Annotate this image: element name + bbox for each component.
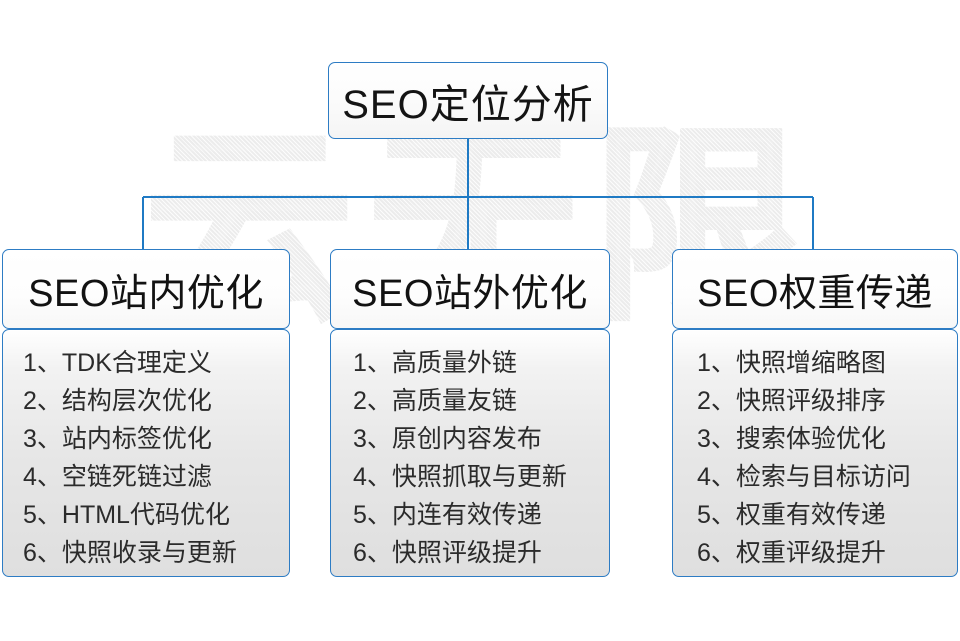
branch-list-0: 1、TDK合理定义 2、结构层次优化 3、站内标签优化 4、空链死链过滤 5、H… [2,329,290,577]
branch-list-1: 1、高质量外链 2、高质量友链 3、原创内容发布 4、快照抓取与更新 5、内连有… [330,329,610,577]
branch-column-seo-onsite: SEO站内优化 1、TDK合理定义 2、结构层次优化 3、站内标签优化 4、空链… [2,249,290,577]
list-item: 5、HTML代码优化 [23,501,230,529]
list-item: 2、高质量友链 [353,387,517,415]
branch-header-1[interactable]: SEO站外优化 [330,249,610,329]
list-item: 1、高质量外链 [353,349,517,377]
list-item: 6、快照收录与更新 [23,539,237,567]
branch-title-0: SEO站内优化 [28,272,264,315]
list-item: 1、快照增缩略图 [697,349,886,377]
list-item: 4、空链死链过滤 [23,463,212,491]
branch-column-seo-weight: SEO权重传递 1、快照增缩略图 2、快照评级排序 3、搜索体验优化 4、检索与… [672,249,958,577]
root-node[interactable]: SEO定位分析 [328,62,608,139]
list-item: 3、站内标签优化 [23,425,212,453]
branch-column-seo-offsite: SEO站外优化 1、高质量外链 2、高质量友链 3、原创内容发布 4、快照抓取与… [330,249,610,577]
list-item: 3、原创内容发布 [353,425,542,453]
list-item: 3、搜索体验优化 [697,425,886,453]
branch-list-2: 1、快照增缩略图 2、快照评级排序 3、搜索体验优化 4、检索与目标访问 5、权… [672,329,958,577]
list-item: 2、结构层次优化 [23,387,212,415]
list-item: 5、内连有效传递 [353,501,542,529]
list-item: 6、权重评级提升 [697,539,886,567]
list-item: 2、快照评级排序 [697,387,886,415]
list-item: 4、检索与目标访问 [697,463,911,491]
root-node-label: SEO定位分析 [342,82,594,127]
list-item: 1、TDK合理定义 [23,349,212,377]
branch-title-1: SEO站外优化 [352,272,588,315]
branch-header-0[interactable]: SEO站内优化 [2,249,290,329]
list-item: 5、权重有效传递 [697,501,886,529]
branch-header-2[interactable]: SEO权重传递 [672,249,958,329]
branch-title-2: SEO权重传递 [697,272,933,315]
list-item: 6、快照评级提升 [353,539,542,567]
list-item: 4、快照抓取与更新 [353,463,567,491]
